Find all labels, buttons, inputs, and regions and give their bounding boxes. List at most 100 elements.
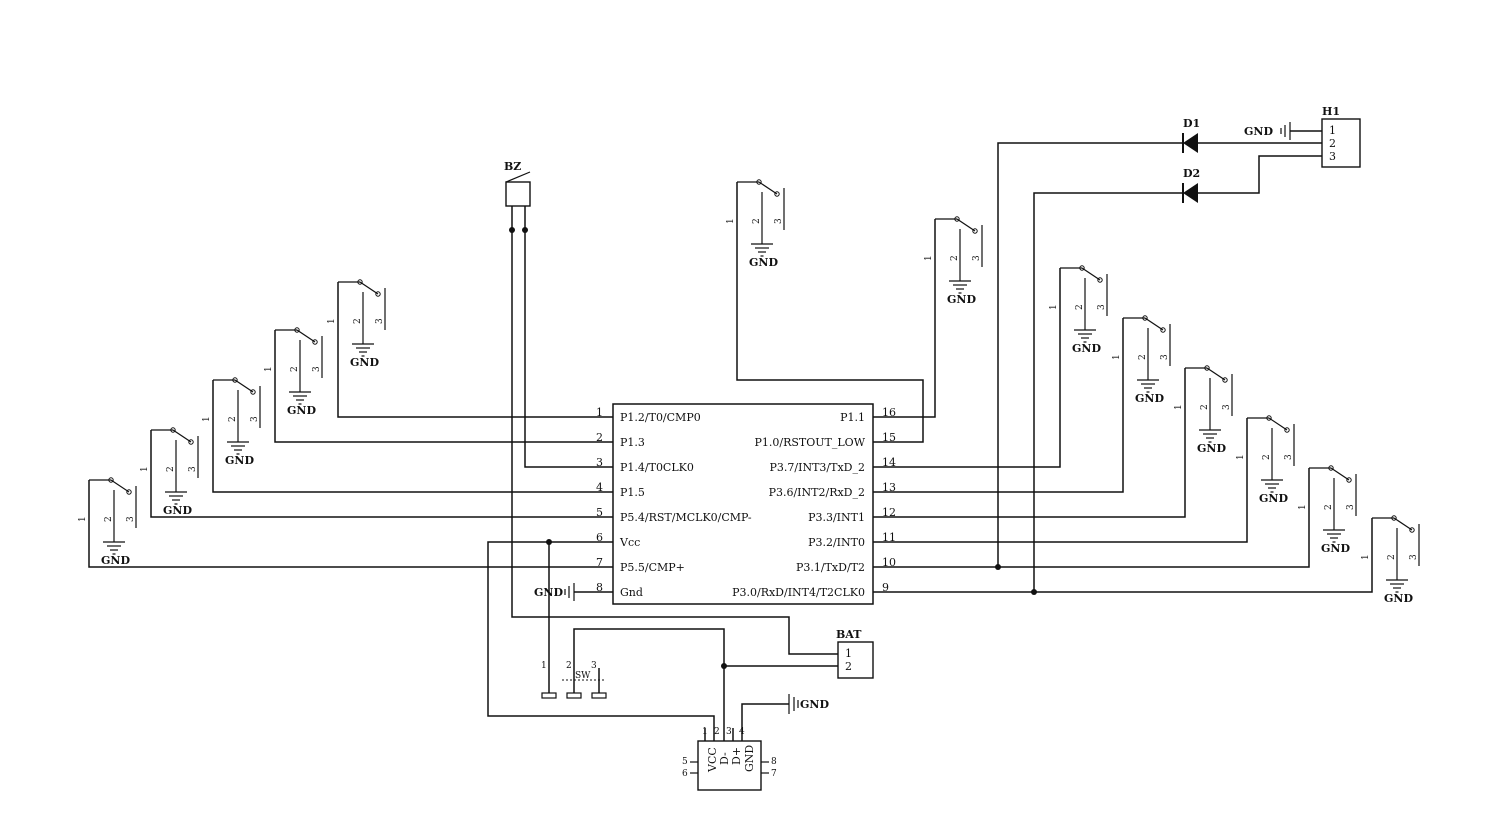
button-pin-3: 3 (1346, 504, 1356, 510)
button-pin-2: 2 (228, 416, 238, 422)
button-pin-1: 1 (1112, 354, 1122, 360)
button-pin-1: 1 (1298, 504, 1308, 510)
h1-pin-1: 1 (1329, 124, 1336, 137)
gnd-label: GND (1259, 492, 1288, 505)
gnd-label: GND (287, 404, 316, 417)
button-pin-3: 3 (1409, 554, 1419, 560)
bat-pin-2: 2 (845, 660, 852, 673)
usb-name-dplus: D+ (730, 747, 743, 765)
button-pin-3: 3 (312, 366, 322, 372)
button-pin-2: 2 (950, 255, 960, 261)
button-pin-2: 2 (353, 318, 363, 324)
mcu-pin-number-left: 4 (596, 481, 603, 494)
h1-label: H1 (1322, 105, 1340, 118)
button-pin-2: 2 (1138, 354, 1148, 360)
wire-pin9 (873, 518, 1373, 593)
button-pin-1: 1 (726, 218, 736, 224)
mcu-pin-name-right: P3.0/RxD/INT4/T2CLK0 (732, 586, 865, 599)
wire-pin1 (337, 282, 613, 418)
wire-pin16 (873, 219, 936, 418)
button-pin-2: 2 (1075, 304, 1085, 310)
usb-pin-8: 8 (771, 757, 777, 767)
h1-pin-3: 3 (1329, 150, 1336, 163)
gnd-label: GND (101, 554, 130, 567)
wire-pin3-buzzer (524, 230, 613, 468)
mcu-pin-name-left: P1.2/T0/CMP0 (620, 411, 701, 424)
mcu-body (612, 403, 874, 605)
mcu-pin-number-right: 13 (882, 481, 896, 494)
mcu-pin-number-left: 7 (596, 556, 603, 569)
wire-pin2 (274, 330, 613, 443)
mcu-pin-name-right: P3.7/INT3/TxD_2 (770, 461, 865, 474)
buzzer-body (505, 181, 531, 207)
wire-pin13 (873, 318, 1124, 493)
button-pin-2: 2 (1262, 454, 1272, 460)
wire-pin6-vcc (487, 541, 715, 728)
mcu-pin-name-right: P3.3/INT1 (808, 511, 865, 524)
mcu-pin-number-right: 9 (882, 581, 889, 594)
mcu-pin-number-right: 14 (882, 456, 896, 469)
gnd-label: GND (225, 454, 254, 467)
gnd-label: GND (350, 356, 379, 369)
button-pin-2: 2 (1387, 554, 1397, 560)
usb-name-dminus: D- (718, 752, 731, 765)
button-pin-1: 1 (1236, 454, 1246, 460)
bat-label: BAT (836, 628, 862, 641)
wire-pin5 (150, 430, 613, 518)
wire-pin7 (88, 480, 613, 568)
wire-pin15 (736, 182, 924, 443)
mcu-pin-number-left: 2 (596, 431, 603, 444)
slide-switch: SW 1 2 3 (541, 661, 607, 699)
sw-pin-3: 3 (591, 661, 597, 671)
usb-pin-5: 5 (682, 757, 688, 767)
mcu-pin-name-right: P3.6/INT2/RxD_2 (769, 486, 865, 499)
mcu-pin-number-left: 1 (596, 406, 603, 419)
wire-d2 (1033, 192, 1182, 592)
mcu-chip: P1.2/T0/CMP0P1.3P1.4/T0CLK0P1.5P5.4/RST/… (596, 403, 896, 605)
gnd-label: GND (1197, 442, 1226, 455)
button-pin-3: 3 (126, 516, 136, 522)
usb-connector: 1 2 3 4 VCC D- D+ GND 5 6 8 7 GND (682, 694, 829, 791)
mcu-pin-number-left: 6 (596, 531, 603, 544)
mcu-pin-number-left: 3 (596, 456, 603, 469)
sw-pin-2: 2 (566, 661, 572, 671)
mcu-pin-number-left: 8 (596, 581, 603, 594)
mcu-pin-number-right: 12 (882, 506, 896, 519)
sw-pin-1: 1 (541, 661, 547, 671)
button-pin-2: 2 (1324, 504, 1334, 510)
mcu-pin-name-left: Gnd (620, 586, 643, 599)
mcu-pin-number-right: 11 (882, 531, 896, 544)
wire-pin10 (873, 468, 1310, 568)
mcu-pin-name-left: P1.5 (620, 486, 645, 499)
button-pin-3: 3 (1097, 304, 1107, 310)
wire-pin4 (212, 380, 613, 493)
button-pin-3: 3 (250, 416, 260, 422)
h1-pin-2: 2 (1329, 137, 1336, 150)
gnd-label: GND (1321, 542, 1350, 555)
button-pin-3: 3 (1160, 354, 1170, 360)
mcu-pin-name-left: P1.3 (620, 436, 645, 449)
button-pin-1: 1 (327, 318, 337, 324)
gnd-label: GND (1135, 392, 1164, 405)
button-pin-3: 3 (1284, 454, 1294, 460)
d2-label: D2 (1183, 167, 1200, 180)
usb-name-gnd: GND (743, 745, 756, 772)
bat-pin-1: 1 (845, 647, 852, 660)
mcu-pin-name-right: P3.1/TxD/T2 (796, 561, 865, 574)
led-d1: D1 (1182, 117, 1200, 153)
mcu-pin-number-right: 16 (882, 406, 896, 419)
button-pin-2: 2 (104, 516, 114, 522)
button-pin-3: 3 (972, 255, 982, 261)
